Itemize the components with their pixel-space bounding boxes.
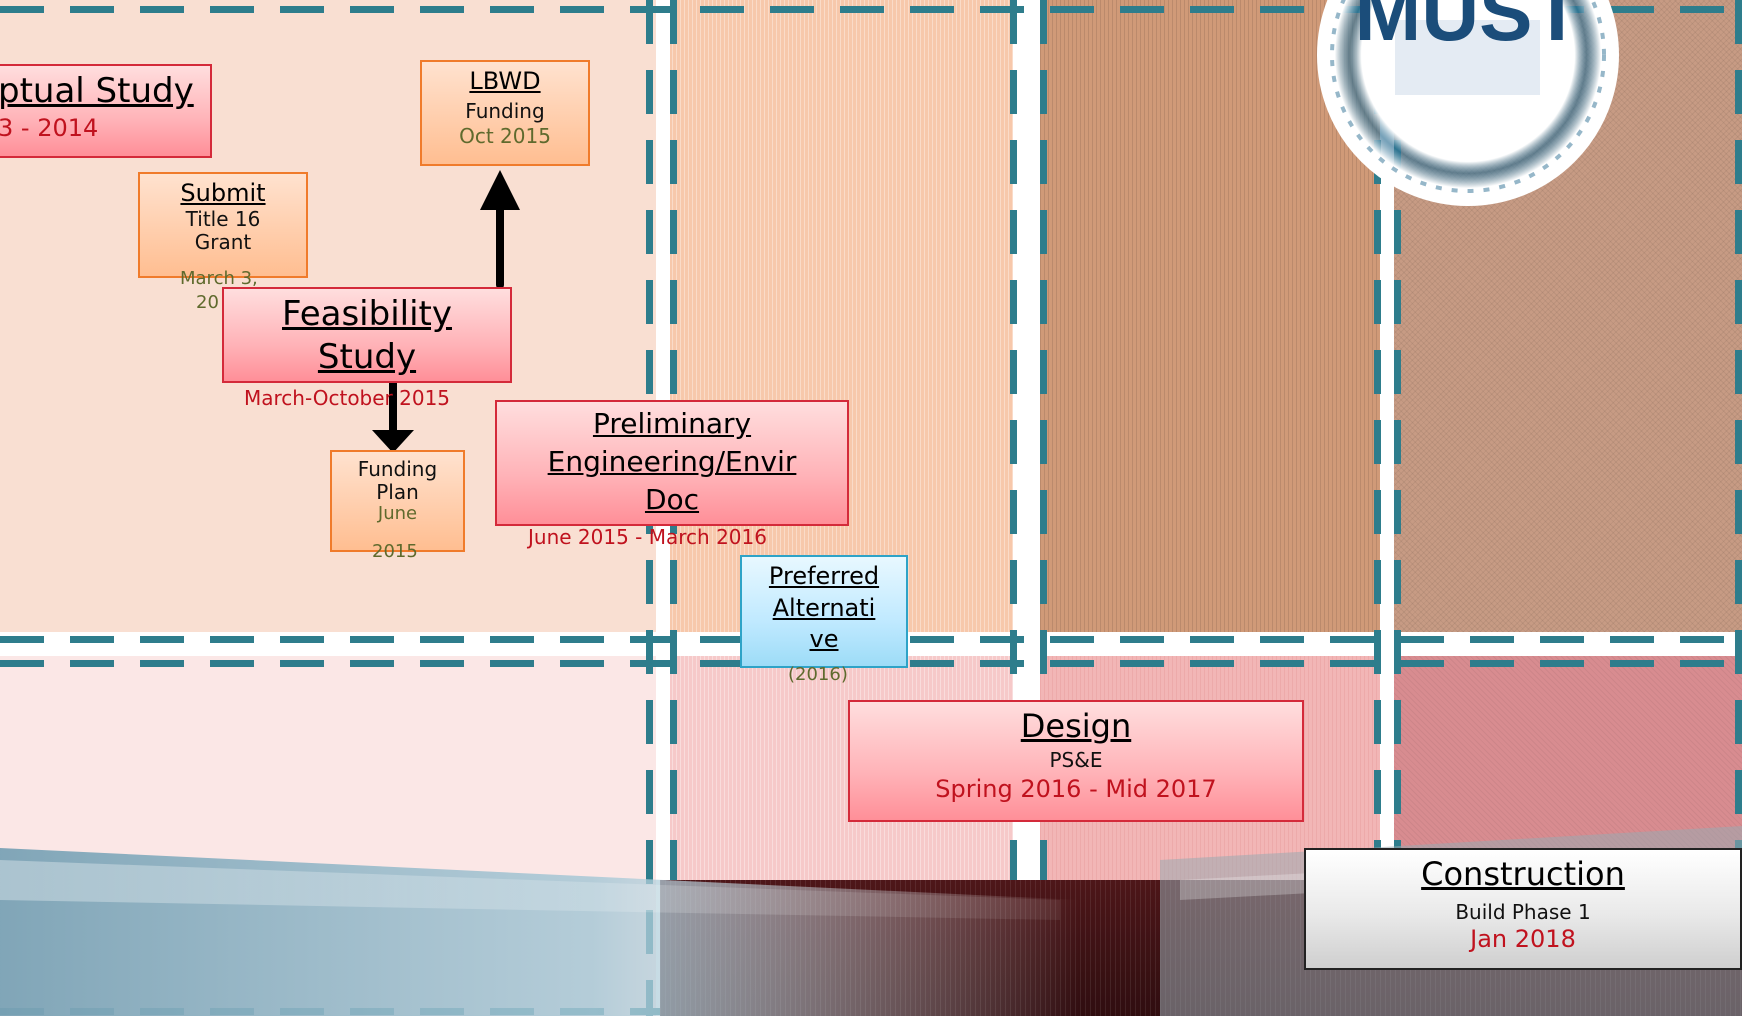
feasibility-date: March-October 2015 (244, 386, 451, 410)
logo-circle (1317, 0, 1619, 206)
lbwd-funding-box: LBWD Funding Oct 2015 (420, 60, 590, 166)
funding-plan-line1: Funding (357, 457, 438, 481)
feasibility-title-line2: Study (317, 337, 417, 378)
funding-plan-line2: Plan (376, 480, 419, 504)
preferred-alternative-box: Preferred Alternati ve (740, 555, 908, 668)
phase-cell-top-2 (668, 0, 1013, 648)
dash-right-edge (1735, 0, 1742, 1016)
dash-col-2-left (1010, 0, 1017, 1016)
lbwd-sub: Funding (465, 98, 545, 123)
submit-line2: Grant (194, 229, 252, 254)
conceptual-study-title: ptual Study (0, 71, 194, 111)
preferred-date: (2016) (788, 664, 848, 685)
preferred-title-line3: ve (809, 625, 839, 654)
dash-col-3-left (1374, 0, 1381, 1016)
submit-date-line2: 20 (196, 292, 219, 313)
arrow-down-head (372, 430, 414, 453)
dash-col-3-right (1394, 0, 1401, 1016)
preliminary-title-line2: Engineering/Envir (547, 445, 797, 479)
wedge-left-highlight (0, 860, 1060, 920)
construction-box: Construction Build Phase 1 Jan 2018 (1304, 848, 1742, 970)
construction-title: Construction (1421, 855, 1625, 893)
logo-watermark (1395, 20, 1540, 95)
preliminary-title-line3: Doc (644, 483, 700, 517)
gutter-vertical-3 (1380, 0, 1394, 1016)
preliminary-date: June 2015 - March 2016 (528, 525, 767, 549)
dash-col-2-right (1040, 0, 1047, 1016)
preliminary-title-line1: Preliminary (592, 407, 752, 440)
funding-plan-date2: 2015 (372, 541, 418, 562)
design-box: Design PS&E Spring 2016 - Mid 2017 (848, 700, 1304, 822)
arrow-up-head (480, 170, 520, 210)
submit-line1: Title 16 (185, 206, 261, 231)
funding-plan-date1: June (377, 503, 418, 524)
construction-sub: Build Phase 1 (1455, 899, 1591, 924)
design-sub: PS&E (1049, 747, 1103, 772)
logo-inner-ring (1330, 0, 1606, 193)
submit-title: Submit (180, 179, 266, 207)
preferred-title-line2: Alternati (772, 593, 876, 622)
feasibility-title-line1: Feasibility (282, 294, 452, 334)
design-date: Spring 2016 - Mid 2017 (935, 774, 1217, 803)
conceptual-study-date: 3 - 2014 (0, 114, 99, 143)
phase-cell-top-3 (1040, 0, 1380, 648)
lbwd-date: Oct 2015 (459, 123, 551, 148)
funding-plan-box: Funding Plan June (330, 450, 465, 552)
construction-date: Jan 2018 (1470, 924, 1576, 953)
logo-text: MUST (1355, 0, 1582, 57)
conceptual-study-box: ptual Study 3 - 2014 (0, 64, 212, 158)
submit-date-line1: March 3, (180, 268, 258, 289)
lbwd-title: LBWD (469, 67, 541, 95)
preferred-title-line1: Preferred (768, 562, 880, 590)
preliminary-engineering-box: Preliminary Engineering/Envir Doc (495, 400, 849, 526)
feasibility-study-box: Feasibility Study (222, 287, 512, 383)
dash-top-row-top (0, 6, 1742, 13)
design-title: Design (1020, 707, 1132, 745)
submit-title16-box: Submit Title 16 Grant (138, 172, 308, 278)
